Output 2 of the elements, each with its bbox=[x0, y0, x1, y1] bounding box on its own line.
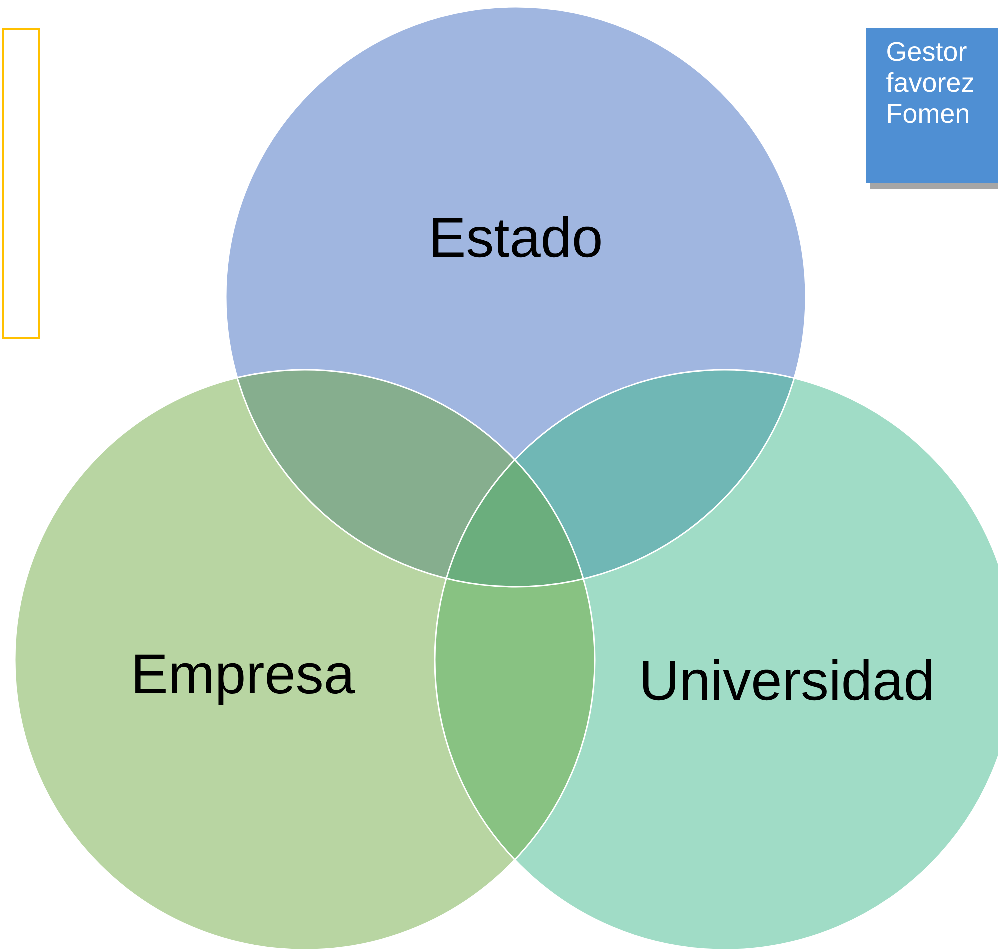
empty-box bbox=[2, 28, 40, 339]
text-box: Gestor favorez Fomen bbox=[866, 28, 998, 183]
